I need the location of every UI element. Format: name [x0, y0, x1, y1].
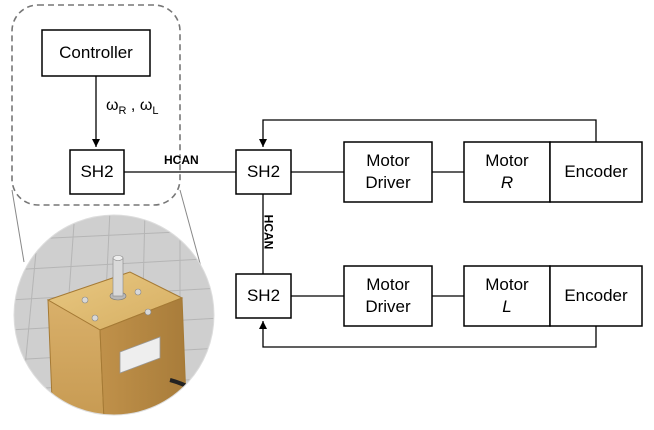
hcan-vertical-label: HCAN — [261, 214, 276, 250]
motor-r-box — [463, 141, 551, 203]
sh2-left-box — [69, 149, 125, 195]
encoder-bottom-box — [549, 265, 643, 327]
omega-labels: ωR , ωL — [106, 98, 158, 117]
encoder-bottom-feedback-line — [259, 321, 597, 348]
motor-device-photo — [14, 215, 214, 415]
motor-l-box — [463, 265, 551, 327]
encoder-top-feedback-line — [259, 119, 597, 147]
controller-label: Controller — [59, 42, 133, 62]
omega-separator: , — [130, 97, 136, 114]
motor-r-label: Motor R — [485, 150, 529, 192]
motor-driver-top-box — [343, 141, 433, 203]
encoder-top-label: Encoder — [564, 161, 628, 181]
omega-l-subscript: L — [152, 105, 159, 118]
sh2-right-bottom-label: SH2 — [246, 285, 281, 305]
motor-driver-bottom-label: Motor Driver — [365, 274, 411, 316]
motor-l-label: Motor L — [485, 274, 529, 316]
motor-driver-top-label: Motor Driver — [365, 150, 411, 192]
sh2-right-top-label: SH2 — [246, 161, 281, 181]
zoom-line-left — [11, 189, 25, 263]
photo-circle-outline — [13, 214, 215, 416]
omega-l-symbol: ω — [139, 97, 153, 114]
hcan-horizontal-label: HCAN — [164, 153, 199, 167]
controller-group-outline — [11, 4, 181, 206]
omega-r-symbol: ω — [106, 97, 119, 114]
sh2-right-top-box — [235, 149, 292, 195]
motor-driver-bottom-box — [343, 265, 433, 327]
omega-r-subscript: R — [118, 105, 127, 118]
encoder-bottom-label: Encoder — [564, 285, 628, 305]
sh2-left-label: SH2 — [80, 161, 114, 181]
controller-box — [41, 29, 151, 77]
